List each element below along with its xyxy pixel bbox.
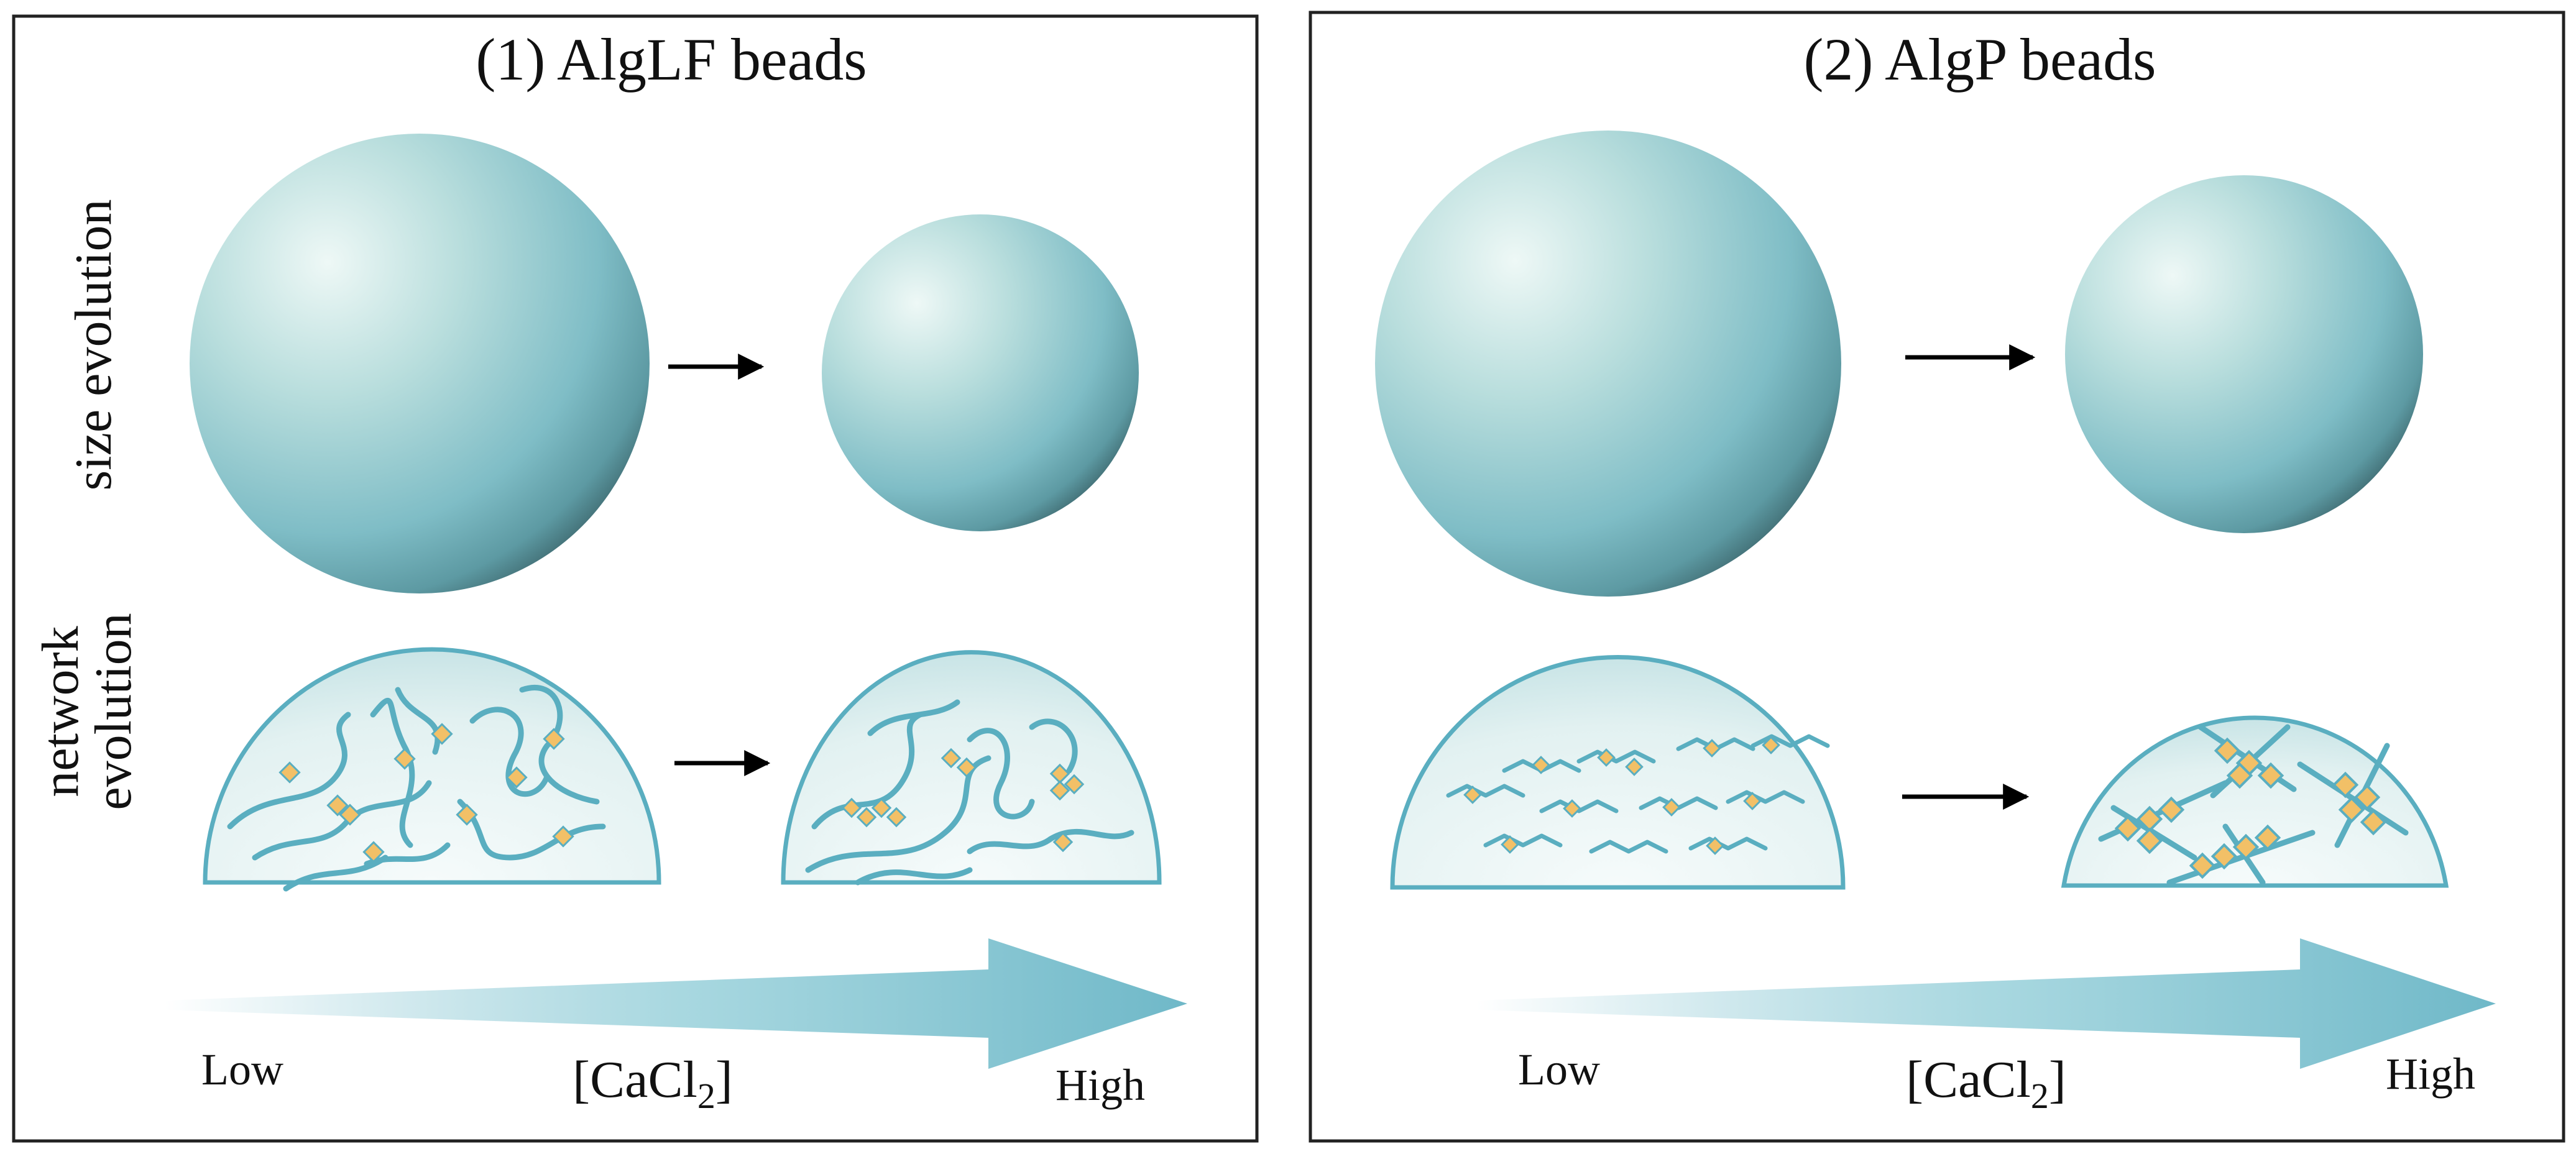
gradient-high-label: High xyxy=(2386,1049,2475,1099)
cacl2-gradient-arrow xyxy=(1476,938,2496,1069)
row-label-network-2: evolution xyxy=(85,613,142,810)
panel-title: (1) AlgLF beads xyxy=(476,26,867,93)
gradient-low-label: Low xyxy=(1518,1045,1600,1094)
bead-small xyxy=(822,214,1139,531)
network-dome-high xyxy=(2061,715,2449,888)
network-dome-low xyxy=(1390,655,1846,890)
panel-frame xyxy=(12,14,1259,1143)
panel-frame xyxy=(1309,11,2565,1143)
panel-title: (2) AlgP beads xyxy=(1803,26,2156,93)
gradient-reagent-label: [CaCl2] xyxy=(573,1051,733,1116)
gradient-low-label: Low xyxy=(201,1045,283,1094)
gradient-reagent-label: [CaCl2] xyxy=(1906,1051,2066,1116)
panel-alglf: (1) AlgLF beads size evolution network e… xyxy=(12,14,1259,1143)
row-label-size: size evolution xyxy=(65,199,122,491)
bead-small xyxy=(2065,175,2423,533)
bead-large xyxy=(1375,131,1841,597)
row-label-network-1: network xyxy=(32,626,90,797)
gradient-high-label: High xyxy=(1056,1060,1145,1110)
network-dome-high xyxy=(781,650,1162,886)
network-dome-low xyxy=(203,647,661,892)
panel-algp: (2) AlgP beads xyxy=(1309,11,2565,1143)
bead-large xyxy=(190,134,650,593)
cacl2-gradient-arrow xyxy=(165,938,1187,1069)
